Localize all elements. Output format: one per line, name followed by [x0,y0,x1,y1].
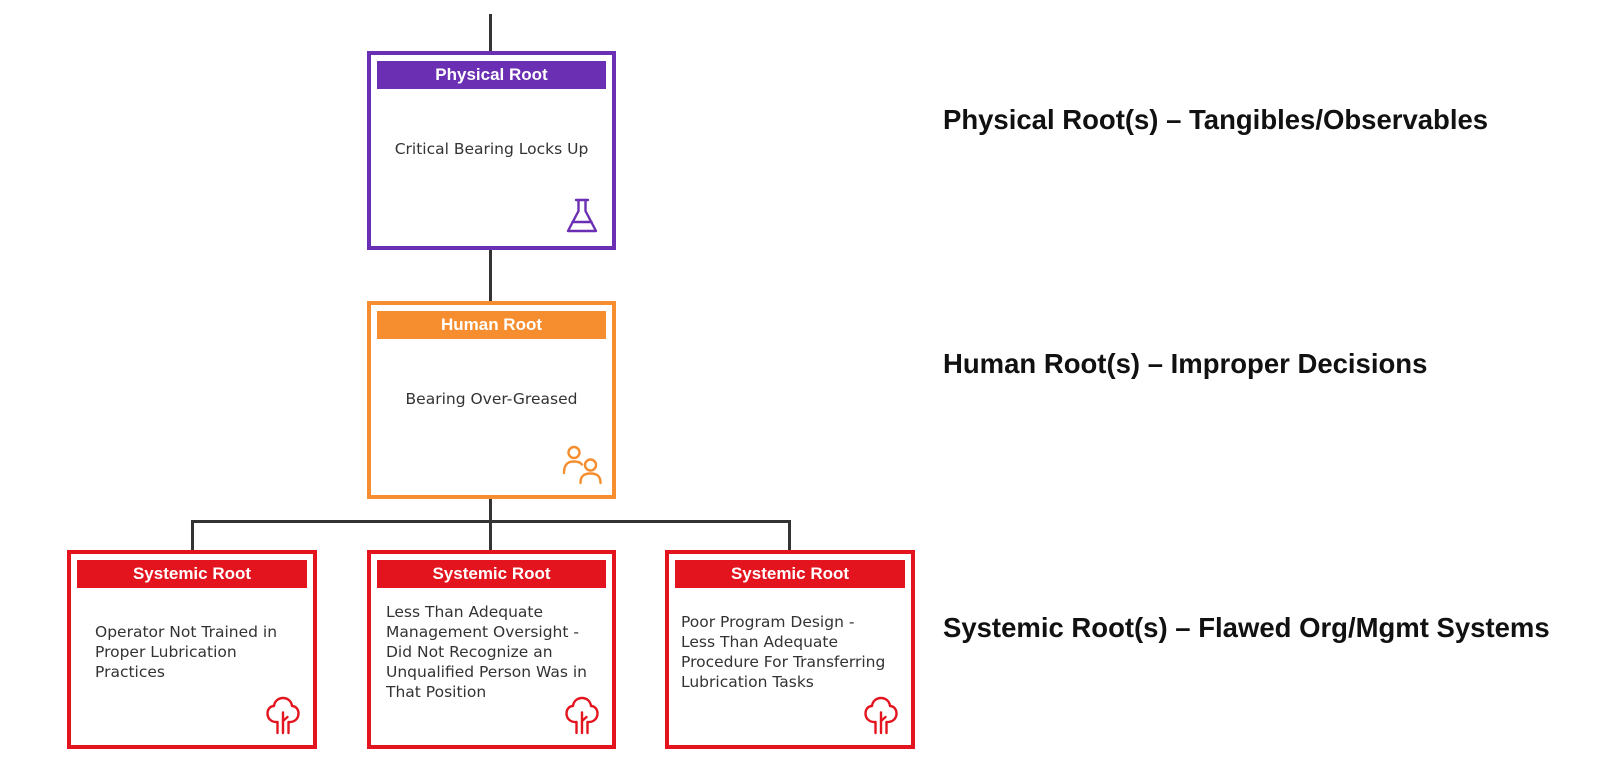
text-line: Did Not Recognize an [386,643,553,661]
text-line: That Position [386,683,487,701]
text-line: Less Than Adequate [681,633,838,651]
connector-bus-systemic-3 [788,520,791,550]
systemic-root-node-3: Systemic Root Poor Program Design - Less… [665,550,915,749]
people-icon [562,445,602,485]
text-line: Operator Not Trained in [95,623,278,641]
systemic-root-header: Systemic Root [675,560,905,588]
connector-human-bus [489,497,492,521]
systemic-root-header: Systemic Root [377,560,606,588]
physical-root-text: Critical Bearing Locks Up [394,140,589,158]
connector-top [489,14,492,53]
tree-icon [562,695,602,735]
systemic-root-text: Operator Not Trained in Proper Lubricati… [95,622,277,682]
systemic-root-text: Less Than Adequate Management Oversight … [386,602,587,702]
text-line: Less Than Adequate [386,603,543,621]
connector-bus-systemic-1 [191,520,194,550]
tree-icon [263,695,303,735]
connector-physical-human [489,249,492,301]
physical-root-node: Physical Root Critical Bearing Locks Up [367,51,616,250]
human-root-text: Bearing Over-Greased [405,390,578,408]
systemic-root-text: Poor Program Design - Less Than Adequate… [681,612,885,692]
legend-systemic: Systemic Root(s) – Flawed Org/Mgmt Syste… [943,612,1550,643]
systemic-root-node-1: Systemic Root Operator Not Trained in Pr… [67,550,317,749]
text-line: Proper Lubrication [95,643,237,661]
text-line: Practices [95,663,165,681]
systemic-root-header: Systemic Root [77,560,307,588]
text-line: Unqualified Person Was in [386,663,587,681]
text-line: Management Oversight - [386,623,579,641]
human-root-header: Human Root [377,311,606,339]
connector-bus-systemic-2 [489,520,492,550]
text-line: Procedure For Transferring [681,653,886,671]
tree-icon [861,695,901,735]
text-line: Lubrication Tasks [681,673,814,691]
flask-icon [562,196,602,236]
legend-human: Human Root(s) – Improper Decisions [943,348,1428,379]
human-root-node: Human Root Bearing Over-Greased [367,301,616,499]
physical-root-header: Physical Root [377,61,606,89]
systemic-root-node-2: Systemic Root Less Than Adequate Managem… [367,550,616,749]
text-line: Poor Program Design - [681,613,855,631]
legend-physical: Physical Root(s) – Tangibles/Observables [943,104,1489,135]
